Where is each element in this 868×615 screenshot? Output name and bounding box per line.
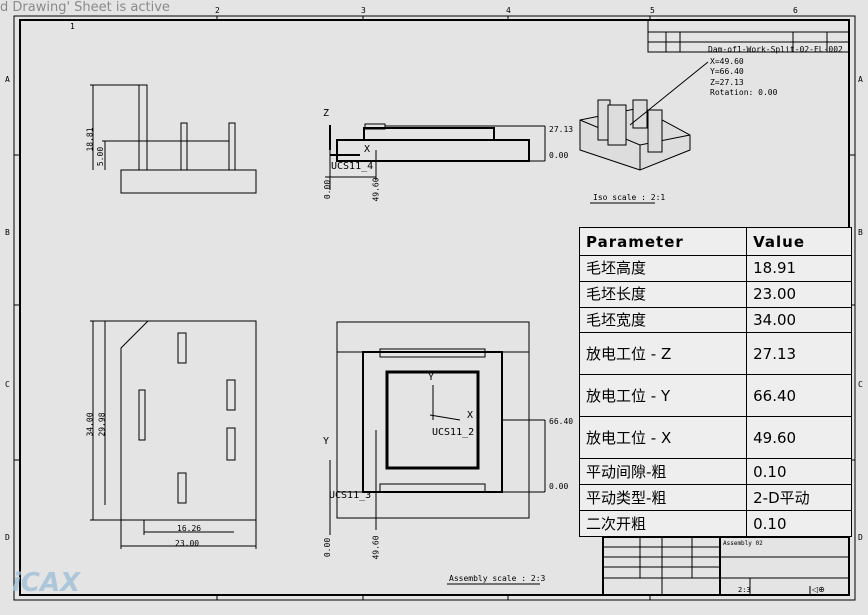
row-c: C [5,380,10,389]
ucs-side-label: UCS11_4 [331,161,374,172]
row-a: A [5,75,10,84]
param-value: 49.60 [746,416,852,460]
param-name: 毛坯长度 [578,280,748,308]
iso-note-rotation: Rotation: 0.00 [710,88,778,97]
dim-height: 18.81 [85,127,95,152]
param-value: 27.13 [746,332,852,376]
param-value: 0.10 [746,458,852,486]
param-name: 毛坯宽度 [578,306,748,334]
param-name: 毛坯高度 [578,255,748,282]
ucs-center-x: X [467,410,474,421]
ucs-center-label: UCS11_2 [432,427,475,438]
col-6: 6 [793,6,798,15]
dim-x-side: 49.60 [371,177,381,202]
ucs-center-y: Y [428,372,435,383]
param-value: 66.40 [746,374,852,418]
watermark-logo: iCAX [12,568,81,598]
col-2: 2 [215,6,220,15]
dim-zero: 0.00 [549,151,569,160]
param-name: 二次开粗 [578,510,748,537]
title-block-name: Assembly 02 [723,540,763,547]
dim-zero-side: 0.00 [323,179,333,200]
param-name: 放电工位 - Z [578,332,748,376]
dim-top-z: 27.13 [549,125,574,134]
row-b-right: B [858,228,863,237]
dim-base: 5.00 [96,146,106,167]
param-name: 放电工位 - X [578,416,748,460]
row-a-right: A [858,75,863,84]
iso-note-x: X=49.60 [710,57,744,66]
ucs-side-x: X [364,144,371,155]
col-1: 1 [70,22,75,31]
param-value: 34.00 [746,306,852,334]
iso-note-title: Dam-of1-Work-Split-02-EL-002 [708,45,843,54]
dim-16: 16.26 [177,524,202,533]
dim-23: 23.00 [175,539,200,548]
header-parameter: Parameter [578,227,748,256]
dim-y-right: 66.40 [549,417,574,426]
assembly-scale: Assembly scale : 2:3 [449,574,546,583]
iso-note-z: Z=27.13 [710,78,744,87]
col-5: 5 [650,6,655,15]
param-name: 平动类型-粗 [578,484,748,512]
dim-zero-bottom: 0.00 [323,537,333,558]
header-value: Value [746,227,852,256]
param-value: 0.10 [746,510,852,537]
title-block-scale: 2:3 [738,586,751,594]
ucs-bottom-label: UCS11_3 [329,490,372,501]
ucs-side-z: Z [323,108,330,119]
dim-29: 29.98 [97,412,107,437]
col-3: 3 [361,6,366,15]
param-name: 放电工位 - Y [578,374,748,418]
projection-symbol-icon: ◁⊕ [812,585,825,594]
param-value: 2-D平动 [746,484,852,512]
iso-note-y: Y=66.40 [710,67,744,76]
param-value: 18.91 [746,255,852,282]
iso-scale: Iso scale : 2:1 [593,193,666,202]
col-4: 4 [506,6,511,15]
row-c-right: C [858,380,863,389]
ucs-bottom-y: Y [323,436,330,447]
dim-34: 34.00 [85,412,95,437]
dim-zero-3: 0.00 [549,482,569,491]
dim-x-bottom: 49.60 [371,535,381,560]
param-value: 23.00 [746,280,852,308]
row-d: D [5,533,10,542]
status-text: d Drawing' Sheet is active [0,0,170,15]
row-b: B [5,228,10,237]
row-d-right: D [858,533,863,542]
param-name: 平动间隙-粗 [578,458,748,486]
